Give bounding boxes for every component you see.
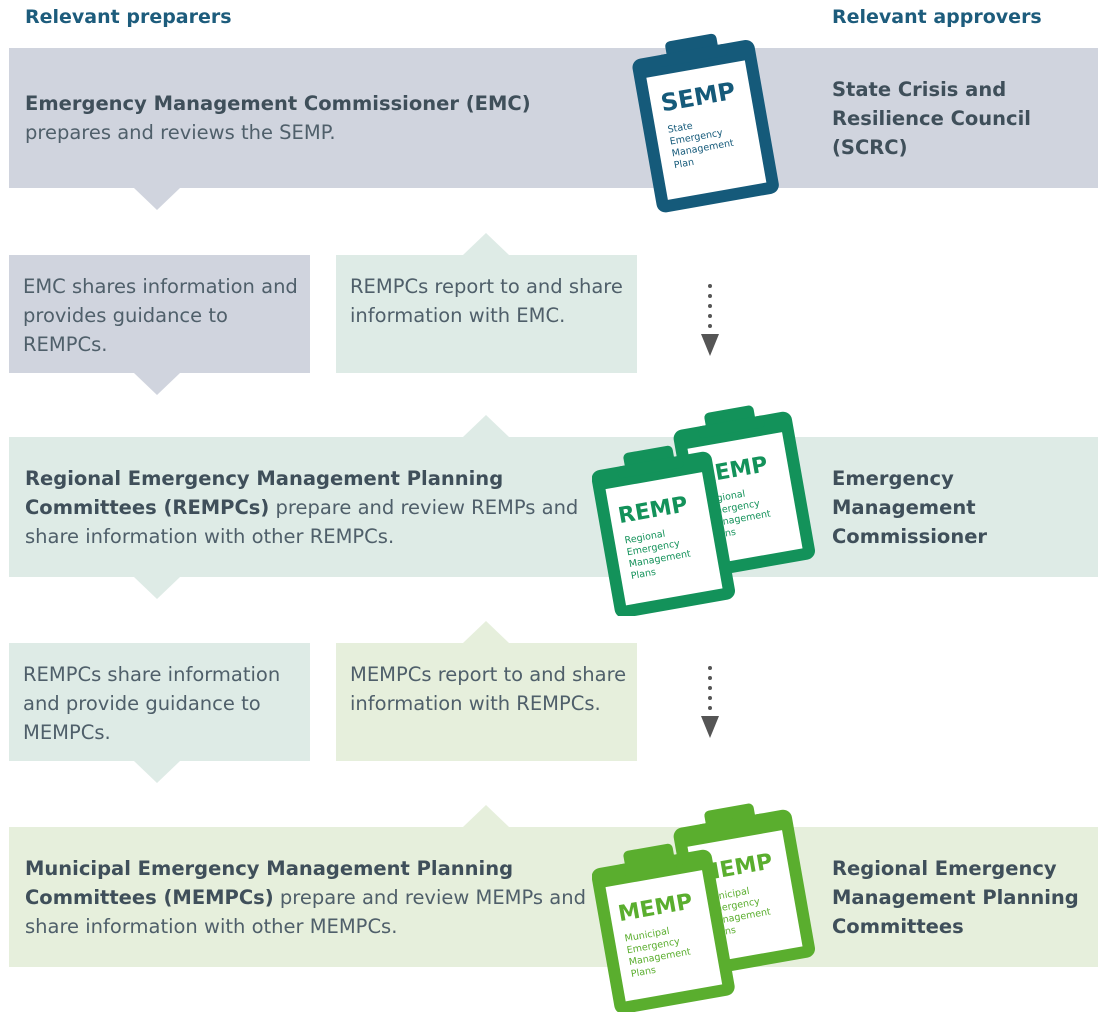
regional-approver: Emergency Management Commissioner [832,467,988,548]
municipal-preparer-role: prepare and review MEMPs and share infor… [25,886,586,938]
semp-line: State [667,121,694,136]
rempc-guidance-text: REMPCs share information and provide gui… [23,663,281,744]
rempc-guidance-pointer [134,761,180,783]
municipal-band-pointer-up [463,805,509,827]
emc-guidance-pointer [134,373,180,395]
regional-band-pointer [134,577,180,599]
state-preparer-role: prepares and reviews the SEMP. [25,121,336,144]
rempc-report-text: REMPCs report to and share information w… [350,275,623,327]
approval-arrow-icon [701,666,719,738]
state-band-pointer [134,188,180,210]
rempc-report-box: REMPCs report to and share information w… [336,255,637,373]
state-preparer-name: Emergency Management Commissioner (EMC) [25,92,531,115]
regional-band [9,437,1098,577]
state-preparer-text: Emergency Management Commissioner (EMC) … [25,89,565,147]
municipal-band [9,827,1098,967]
mempc-report-text: MEMPCs report to and share information w… [350,663,627,715]
approval-arrow-icon [701,284,719,356]
municipal-approver: Regional Emergency Management Planning C… [832,857,1079,938]
emc-guidance-box: EMC shares information and provides guid… [9,255,310,373]
municipal-preparer-name: Municipal Emergency Management Planning … [25,857,514,909]
regional-preparer-role: prepare and review REMPs and share infor… [25,496,579,548]
rempc-guidance-box: REMPCs share information and provide gui… [9,643,310,761]
mempc-report-pointer [463,621,509,643]
regional-band-pointer-up [463,415,509,437]
state-approver: State Crisis and Resilience Council (SCR… [832,78,1031,159]
mempc-report-box: MEMPCs report to and share information w… [336,643,637,761]
semp-line: Plan [673,157,695,171]
regional-preparer-name: Regional Emergency Management Planning C… [25,467,504,519]
emc-guidance-text: EMC shares information and provides guid… [23,275,298,356]
semp-clipboard-icon: SEMP State Emergency Management Plan [632,33,779,213]
rempc-report-pointer [463,233,509,255]
approvers-header: Relevant approvers [832,6,1042,28]
remp-front-line: Plans [630,567,657,582]
state-band [9,48,1098,188]
municipal-preparer-text: Municipal Emergency Management Planning … [25,854,605,941]
regional-preparer-text: Regional Emergency Management Planning C… [25,464,605,551]
memp-clipboard-icon: MEMP Municipal Emergency Management Plan… [592,803,816,1012]
preparers-header: Relevant preparers [25,6,232,28]
remp-clipboard-icon: REMP Regional Emergency Management Plans… [592,405,816,616]
memp-front-line: Plans [630,965,657,980]
